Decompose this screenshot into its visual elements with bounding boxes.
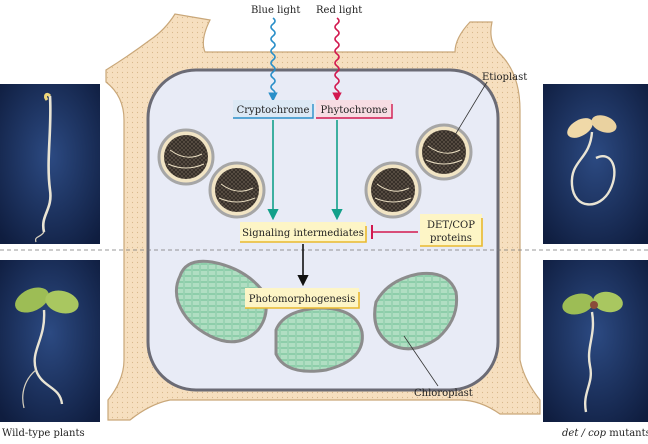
phytochrome-box: Phytochrome bbox=[316, 100, 393, 119]
red-light-wave bbox=[332, 17, 342, 102]
label-etioplast: Etioplast bbox=[482, 72, 527, 83]
photo-wildtype-dark bbox=[0, 84, 100, 244]
label-red-light: Red light bbox=[316, 5, 362, 16]
label-chloroplast: Chloroplast bbox=[414, 388, 473, 399]
det-cop-box: DET/COP proteins bbox=[420, 214, 483, 247]
etioplast bbox=[364, 161, 422, 219]
etioplast bbox=[415, 123, 473, 181]
chloroplast bbox=[274, 306, 364, 373]
photo-wildtype-light bbox=[0, 260, 100, 422]
cryptochrome-box: Cryptochrome bbox=[233, 100, 314, 119]
label-blue-light: Blue light bbox=[251, 5, 300, 16]
photo-mutant-light bbox=[543, 260, 648, 422]
chloroplast-leader bbox=[403, 335, 439, 387]
phytochrome-label: Phytochrome bbox=[320, 105, 387, 116]
chloroplast bbox=[174, 259, 268, 344]
etioplast-leader bbox=[451, 81, 488, 141]
det-cop-label-line2: proteins bbox=[430, 233, 472, 244]
signaling-intermediates-label: Signaling intermediates bbox=[242, 228, 364, 239]
det-cop-label-line1: DET/COP bbox=[427, 220, 475, 231]
photomorphogenesis-box: Photomorphogenesis bbox=[245, 288, 360, 309]
photomorphogenesis-label: Photomorphogenesis bbox=[249, 294, 356, 305]
blue-light-wave bbox=[268, 17, 278, 102]
cryptochrome-label: Cryptochrome bbox=[237, 105, 310, 116]
photo-mutant-dark bbox=[543, 84, 648, 244]
label-det-cop-mutants: det / cop mutants bbox=[562, 428, 648, 439]
chloroplast bbox=[373, 271, 459, 351]
label-wild-type-plants: Wild-type plants bbox=[2, 428, 85, 439]
etioplast bbox=[157, 128, 215, 186]
etioplast bbox=[208, 161, 266, 219]
signaling-intermediates-box: Signaling intermediates bbox=[240, 222, 367, 243]
